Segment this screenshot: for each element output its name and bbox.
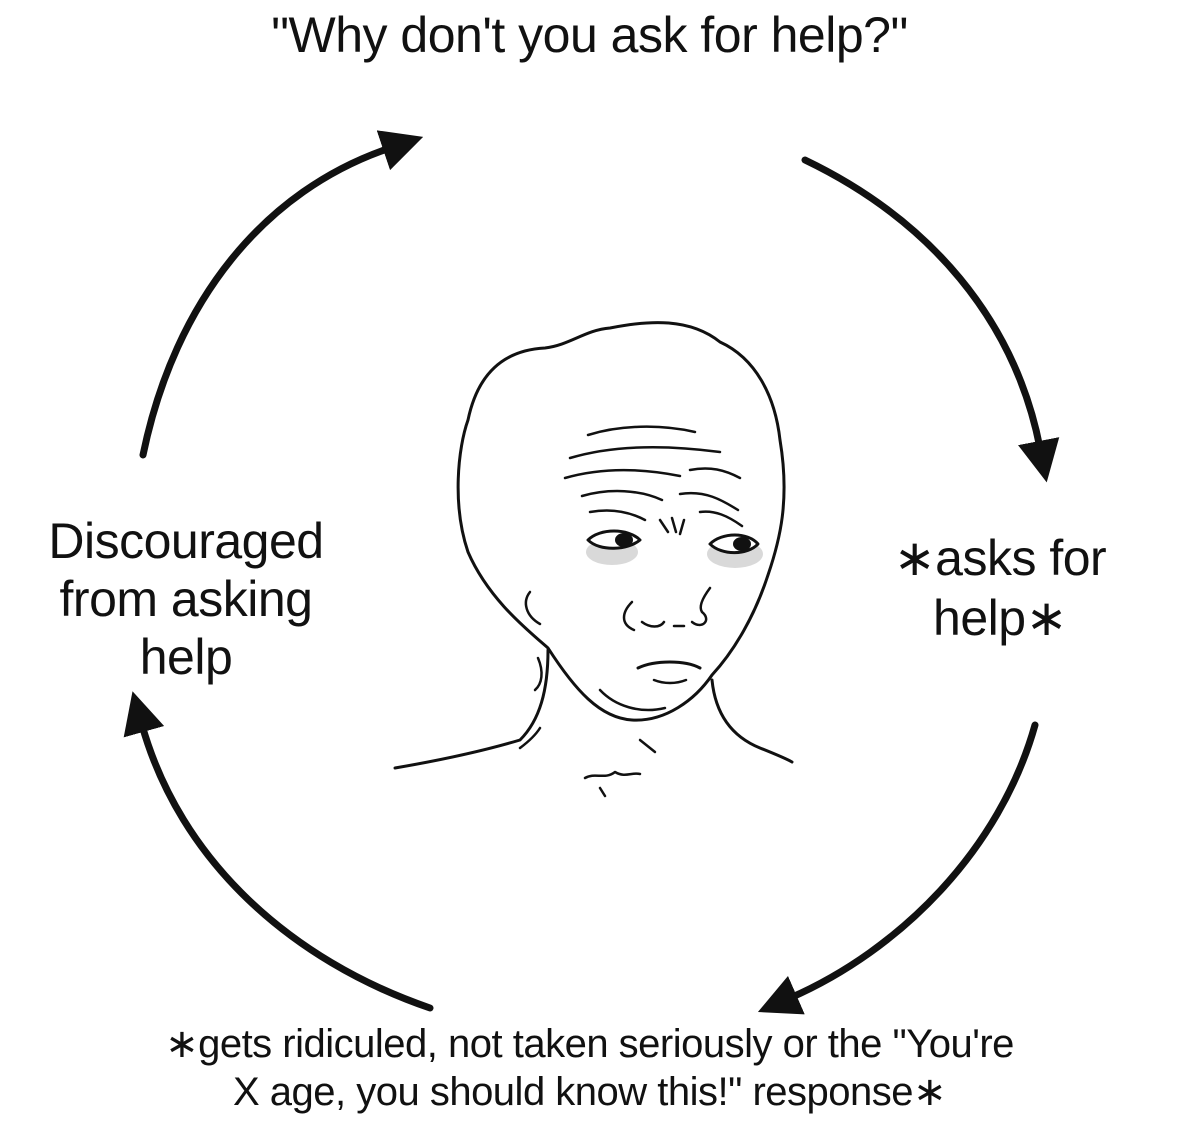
right-label-line-2: help∗: [933, 590, 1067, 646]
arrow-right-to-bottom: [757, 721, 1039, 1015]
left-label: Discouraged from asking help: [6, 512, 366, 686]
left-label-line-2: from asking: [59, 571, 313, 627]
top-label: "Why don't you ask for help?": [0, 4, 1179, 66]
top-label-text: "Why don't you ask for help?": [271, 7, 908, 63]
left-label-line-1: Discouraged: [48, 513, 324, 569]
right-label-line-1: ∗asks for: [893, 530, 1107, 586]
bottom-label-line-2: X age, you should know this!" response∗: [232, 1070, 947, 1114]
arrow-bottom-to-left: [123, 691, 434, 1012]
left-label-line-3: help: [139, 629, 233, 685]
arrow-top-left-to-top: [139, 130, 424, 459]
right-label: ∗asks for help∗: [850, 528, 1150, 648]
arrow-top-to-right: [801, 156, 1060, 483]
bottom-label-line-1: ∗gets ridiculed, not taken seriously or …: [165, 1022, 1014, 1066]
bottom-label: ∗gets ridiculed, not taken seriously or …: [0, 1020, 1179, 1116]
sad-wojak-face-icon: [393, 321, 794, 798]
